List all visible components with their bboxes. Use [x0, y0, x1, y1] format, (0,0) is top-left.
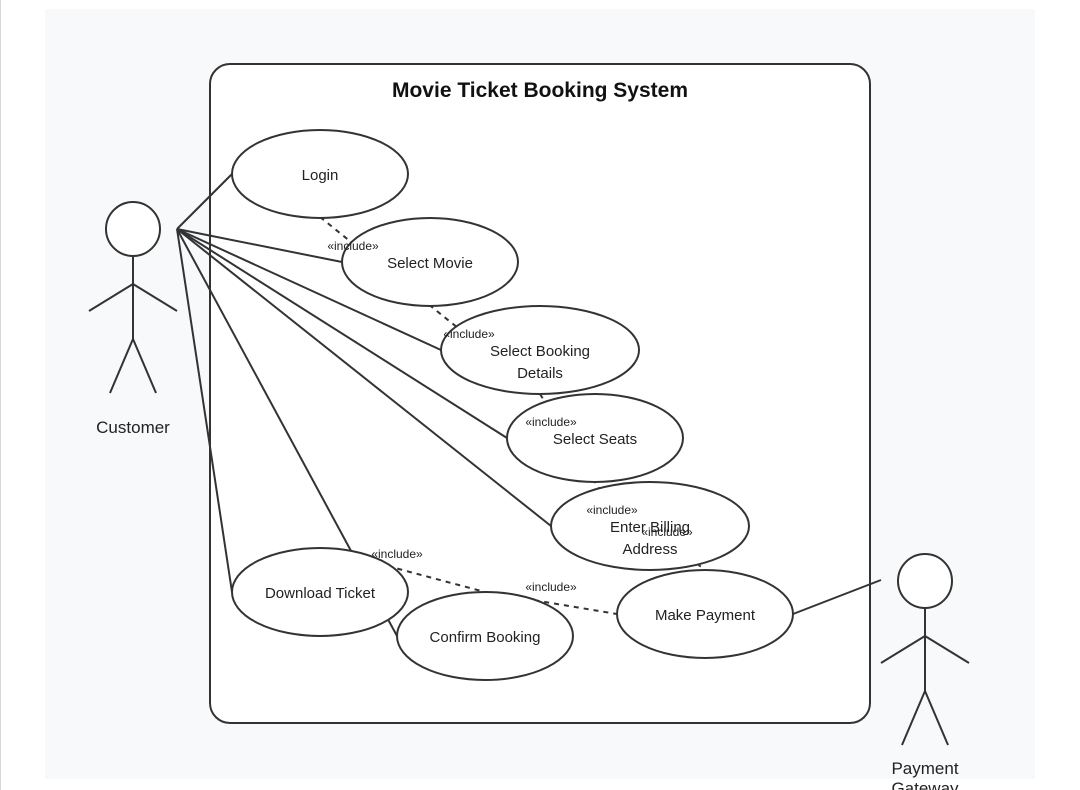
assoc-select-seats: [176, 228, 508, 439]
actor-right-arm: [132, 283, 178, 312]
assoc-login: [176, 173, 233, 230]
use-case-ellipse: [440, 305, 640, 395]
customer-associations: [176, 173, 552, 637]
include-label: «include»: [641, 525, 693, 539]
use-case-ellipse: [231, 129, 409, 219]
actor-head: [897, 553, 953, 609]
include-label: «include»: [525, 580, 577, 594]
actor-right-arm: [924, 635, 970, 664]
include-labels: «include» «include» «include» «include» …: [327, 239, 693, 594]
use-case-label: Select Seats: [553, 431, 637, 448]
use-case-ellipse: [231, 547, 409, 637]
use-case-login[interactable]: Login: [231, 129, 409, 219]
use-case-label-line1: Select Booking: [490, 343, 590, 360]
use-case-download-ticket[interactable]: Download Ticket: [231, 547, 409, 637]
use-case-ellipse: [550, 481, 750, 571]
use-case-label-line1: Enter Billing: [610, 519, 690, 536]
use-case-label: Login: [302, 167, 339, 184]
actor-payment-gateway-label-line1: Payment: [891, 759, 958, 778]
include-label: «include»: [586, 503, 638, 517]
assoc-select-movie: [176, 228, 343, 263]
actor-left-arm: [880, 635, 926, 664]
use-case-select-booking-details[interactable]: Select Booking Details: [440, 305, 640, 395]
include-label: «include»: [443, 327, 495, 341]
use-case-label: Confirm Booking: [430, 629, 541, 646]
include-download-confirm: [319, 547, 486, 593]
include-label: «include»: [327, 239, 379, 253]
use-case-confirm-booking[interactable]: Confirm Booking: [396, 591, 574, 681]
assoc-enter-billing-address: [176, 228, 552, 527]
actor-left-leg: [109, 338, 134, 394]
use-case-label-line2: Address: [622, 541, 677, 558]
use-case-select-seats[interactable]: Select Seats: [506, 393, 684, 483]
use-case-label: Select Movie: [387, 255, 473, 272]
use-case-label-line2: Details: [517, 365, 563, 382]
actor-left-arm: [88, 283, 134, 312]
use-case-ellipse: [616, 569, 794, 659]
actor-customer-label: Customer: [96, 418, 170, 437]
include-label: «include»: [525, 415, 577, 429]
system-title: Movie Ticket Booking System: [392, 79, 688, 102]
use-case-label: Make Payment: [655, 607, 756, 624]
actor-head: [105, 201, 161, 257]
actor-right-leg: [924, 690, 949, 746]
actor-payment-gateway-label-line2: Gateway: [891, 779, 959, 790]
include-label: «include»: [371, 547, 423, 561]
use-case-enter-billing-address[interactable]: Enter Billing Address: [550, 481, 750, 571]
actor-customer[interactable]: Customer: [88, 201, 178, 437]
assoc-download-ticket: [176, 228, 233, 593]
actor-left-leg: [901, 690, 926, 746]
use-case-ellipse: [341, 217, 519, 307]
assoc-select-booking-details: [176, 228, 442, 351]
left-border: [0, 0, 1, 790]
use-case-label: Download Ticket: [265, 585, 376, 602]
use-case-make-payment[interactable]: Make Payment: [616, 569, 794, 659]
assoc-payment-gateway: [792, 579, 882, 615]
use-case-ellipse: [396, 591, 574, 681]
actor-right-leg: [132, 338, 157, 394]
actor-payment-gateway[interactable]: Payment Gateway: [880, 553, 970, 790]
use-case-ellipse: [506, 393, 684, 483]
use-case-select-movie[interactable]: Select Movie: [341, 217, 519, 307]
